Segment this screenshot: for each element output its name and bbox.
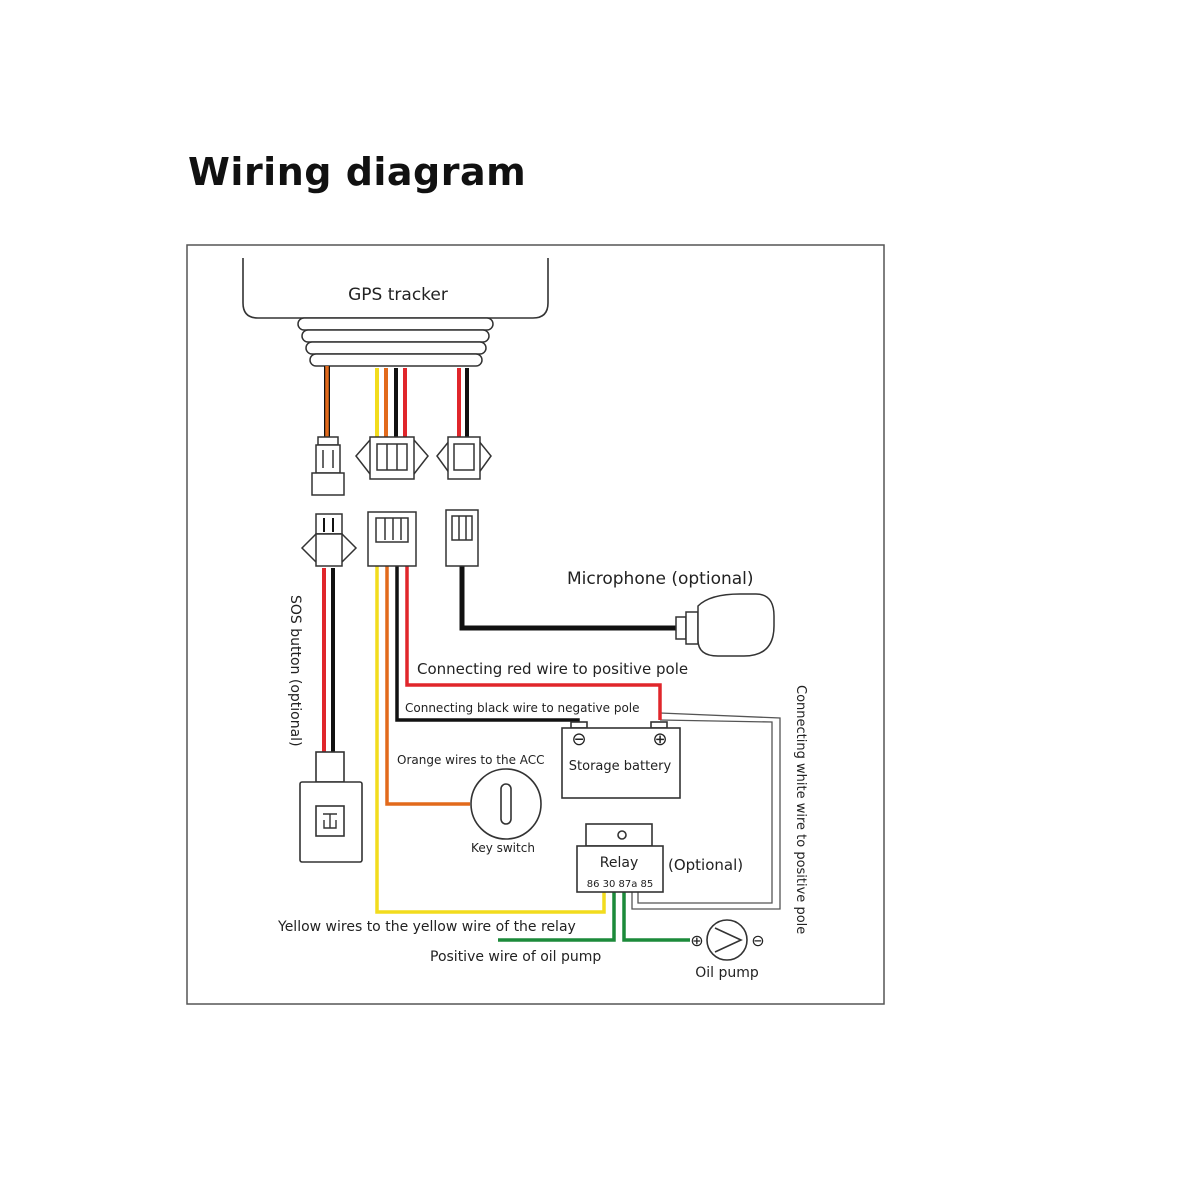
- relay-label: Relay: [600, 855, 638, 871]
- key-switch-label: Key switch: [471, 841, 535, 855]
- pump-negative-icon: ⊖: [751, 931, 764, 950]
- microphone-icon: [675, 593, 775, 657]
- white-wire-label: Connecting white wire to positive pole: [793, 685, 808, 934]
- storage-battery-label: Storage battery: [569, 759, 672, 774]
- red-wire-label: Connecting red wire to positive pole: [417, 660, 688, 678]
- battery-positive-icon: ⊕: [652, 729, 667, 750]
- relay-pins-label: 86 30 87a 85: [587, 879, 654, 890]
- battery-negative-icon: ⊖: [571, 729, 586, 750]
- power-connector-top: [355, 436, 429, 480]
- tracker-cable-bands: [297, 317, 494, 367]
- orange-wires-label: Orange wires to the ACC: [397, 753, 545, 767]
- oil-pump-wire-label: Positive wire of oil pump: [430, 949, 601, 965]
- orange-wire-acc: [385, 565, 470, 806]
- sos-connector-bottom: [300, 513, 358, 567]
- gps-tracker-label: GPS tracker: [348, 285, 448, 305]
- sos-button-icon: [299, 751, 363, 863]
- sos-wires: [322, 568, 335, 755]
- sos-connector-top: [311, 436, 345, 496]
- relay-optional-label: (Optional): [668, 856, 743, 874]
- pump-positive-icon: ⊕: [690, 931, 703, 950]
- middle-wires-top: [375, 368, 407, 440]
- oil-pump-icon: [706, 919, 748, 961]
- relay-icon: [576, 823, 664, 893]
- yellow-wire: [375, 565, 606, 914]
- oil-pump-label: Oil pump: [695, 965, 759, 981]
- white-wire: [631, 712, 781, 910]
- red-wire: [405, 565, 662, 720]
- diagram-title: Wiring diagram: [188, 150, 527, 194]
- power-connector-bottom: [367, 511, 417, 567]
- right-wires-top: [457, 368, 469, 438]
- storage-battery: [561, 721, 681, 799]
- microphone-wire: [459, 565, 678, 631]
- mic-connector-bottom: [445, 509, 479, 567]
- black-wire-label: Connecting black wire to negative pole: [405, 701, 640, 715]
- key-switch-icon: [470, 768, 542, 840]
- mic-connector-top: [436, 436, 492, 480]
- sos-button-label: SOS button (optional): [287, 595, 303, 747]
- oil-pump-wires: [498, 890, 690, 942]
- yellow-wires-label: Yellow wires to the yellow wire of the r…: [277, 919, 576, 935]
- microphone-label: Microphone (optional): [567, 569, 754, 589]
